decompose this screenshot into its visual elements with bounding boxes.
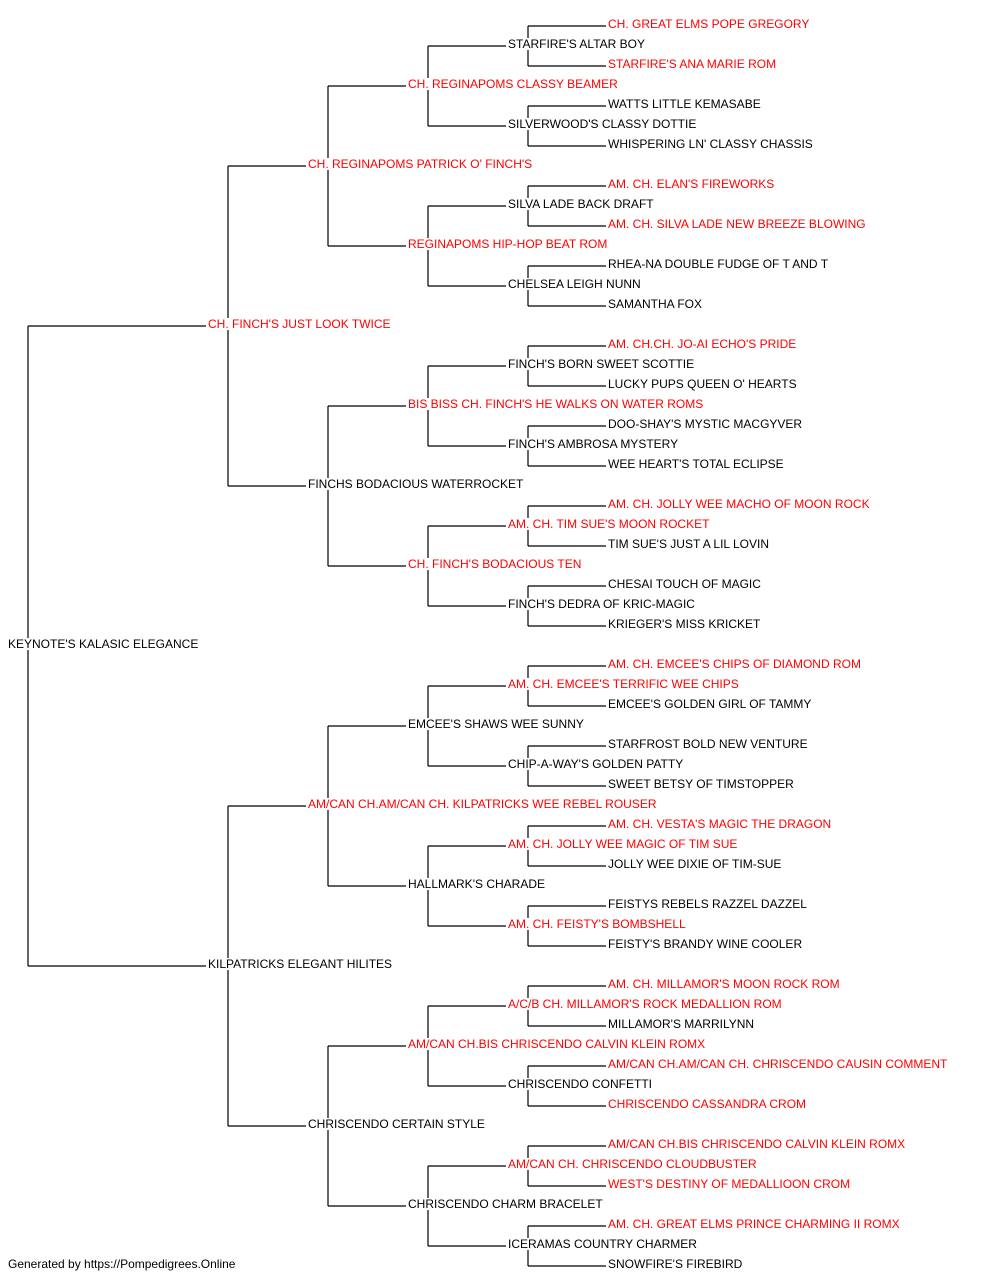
ancestor-name: JOLLY WEE DIXIE OF TIM-SUE — [608, 857, 781, 871]
ancestor-name: FEISTY'S BRANDY WINE COOLER — [608, 937, 802, 951]
subject-dog-name: KEYNOTE'S KALASIC ELEGANCE — [8, 637, 198, 651]
champion-ancestor-name: CH. FINCH'S JUST LOOK TWICE — [208, 317, 391, 331]
champion-ancestor-name: CH. FINCH'S BODACIOUS TEN — [408, 557, 581, 571]
champion-ancestor-name: AM. CH. FEISTY'S BOMBSHELL — [508, 917, 686, 931]
ancestor-name: FINCH'S DEDRA OF KRIC-MAGIC — [508, 597, 695, 611]
champion-ancestor-name: AM. CH. TIM SUE'S MOON ROCKET — [508, 517, 710, 531]
champion-ancestor-name: AM. CH. VESTA'S MAGIC THE DRAGON — [608, 817, 831, 831]
champion-ancestor-name: AM. CH. EMCEE'S TERRIFIC WEE CHIPS — [508, 677, 739, 691]
ancestor-name: CHRISCENDO CHARM BRACELET — [408, 1197, 603, 1211]
champion-ancestor-name: REGINAPOMS HIP-HOP BEAT ROM — [408, 237, 607, 251]
ancestor-name: RHEA-NA DOUBLE FUDGE OF T AND T — [608, 257, 829, 271]
ancestor-name: SWEET BETSY OF TIMSTOPPER — [608, 777, 794, 791]
champion-ancestor-name: A/C/B CH. MILLAMOR'S ROCK MEDALLION ROM — [508, 997, 782, 1011]
champion-ancestor-name: BIS BISS CH. FINCH'S HE WALKS ON WATER R… — [408, 397, 703, 411]
champion-ancestor-name: AM. CH. SILVA LADE NEW BREEZE BLOWING — [608, 217, 866, 231]
ancestor-name: STARFROST BOLD NEW VENTURE — [608, 737, 808, 751]
ancestor-name: ICERAMAS COUNTRY CHARMER — [508, 1237, 697, 1251]
ancestor-name: SNOWFIRE'S FIREBIRD — [608, 1257, 743, 1271]
champion-ancestor-name: AM/CAN CH. CHRISCENDO CLOUDBUSTER — [508, 1157, 757, 1171]
champion-ancestor-name: WEST'S DESTINY OF MEDALLIOON CROM — [608, 1177, 850, 1191]
ancestor-name: LUCKY PUPS QUEEN O' HEARTS — [608, 377, 797, 391]
ancestor-name: CHESAI TOUCH OF MAGIC — [608, 577, 761, 591]
champion-ancestor-name: AM. CH. EMCEE'S CHIPS OF DIAMOND ROM — [608, 657, 861, 671]
champion-ancestor-name: AM. CH. JOLLY WEE MACHO OF MOON ROCK — [608, 497, 870, 511]
ancestor-name: EMCEE'S SHAWS WEE SUNNY — [408, 717, 584, 731]
ancestor-name: TIM SUE'S JUST A LIL LOVIN — [608, 537, 769, 551]
champion-ancestor-name: AM. CH. MILLAMOR'S MOON ROCK ROM — [608, 977, 840, 991]
champion-ancestor-name: CH. REGINAPOMS CLASSY BEAMER — [408, 77, 618, 91]
ancestor-name: WATTS LITTLE KEMASABE — [608, 97, 761, 111]
ancestor-name: FEISTYS REBELS RAZZEL DAZZEL — [608, 897, 807, 911]
champion-ancestor-name: CH. GREAT ELMS POPE GREGORY — [608, 17, 809, 31]
champion-ancestor-name: AM. CH. ELAN'S FIREWORKS — [608, 177, 774, 191]
champion-ancestor-name: CHRISCENDO CASSANDRA CROM — [608, 1097, 806, 1111]
ancestor-name: HALLMARK'S CHARADE — [408, 877, 545, 891]
ancestor-name: KRIEGER'S MISS KRICKET — [608, 617, 761, 631]
champion-ancestor-name: AM. CH. GREAT ELMS PRINCE CHARMING II RO… — [608, 1217, 900, 1231]
champion-ancestor-name: AM. CH.CH. JO-AI ECHO'S PRIDE — [608, 337, 796, 351]
ancestor-name: DOO-SHAY'S MYSTIC MACGYVER — [608, 417, 802, 431]
champion-ancestor-name: STARFIRE'S ANA MARIE ROM — [608, 57, 776, 71]
champion-ancestor-name: AM/CAN CH.AM/CAN CH. KILPATRICKS WEE REB… — [308, 797, 657, 811]
ancestor-name: CHELSEA LEIGH NUNN — [508, 277, 641, 291]
ancestor-name: SILVERWOOD'S CLASSY DOTTIE — [508, 117, 696, 131]
ancestor-name: CHIP-A-WAY'S GOLDEN PATTY — [508, 757, 683, 771]
generated-by-footer: Generated by https://Pompedigrees.Online — [8, 1257, 236, 1271]
ancestor-name: FINCH'S BORN SWEET SCOTTIE — [508, 357, 694, 371]
ancestor-name: MILLAMOR'S MARRILYNN — [608, 1017, 754, 1031]
champion-ancestor-name: AM/CAN CH.AM/CAN CH. CHRISCENDO CAUSIN C… — [608, 1057, 948, 1071]
ancestor-name: WHISPERING LN' CLASSY CHASSIS — [608, 137, 813, 151]
champion-ancestor-name: AM. CH. JOLLY WEE MAGIC OF TIM SUE — [508, 837, 737, 851]
ancestor-name: CHRISCENDO CONFETTI — [508, 1077, 652, 1091]
champion-ancestor-name: AM/CAN CH.BIS CHRISCENDO CALVIN KLEIN RO… — [408, 1037, 705, 1051]
ancestor-name: STARFIRE'S ALTAR BOY — [508, 37, 645, 51]
ancestor-name: CHRISCENDO CERTAIN STYLE — [308, 1117, 485, 1131]
ancestor-name: SAMANTHA FOX — [608, 297, 702, 311]
ancestor-name: FINCH'S AMBROSA MYSTERY — [508, 437, 678, 451]
champion-ancestor-name: CH. REGINAPOMS PATRICK O' FINCH'S — [308, 157, 532, 171]
ancestor-name: EMCEE'S GOLDEN GIRL OF TAMMY — [608, 697, 811, 711]
ancestor-name: FINCHS BODACIOUS WATERROCKET — [308, 477, 524, 491]
ancestor-name: KILPATRICKS ELEGANT HILITES — [208, 957, 392, 971]
champion-ancestor-name: AM/CAN CH.BIS CHRISCENDO CALVIN KLEIN RO… — [608, 1137, 905, 1151]
ancestor-name: SILVA LADE BACK DRAFT — [508, 197, 654, 211]
ancestor-name: WEE HEART'S TOTAL ECLIPSE — [608, 457, 784, 471]
